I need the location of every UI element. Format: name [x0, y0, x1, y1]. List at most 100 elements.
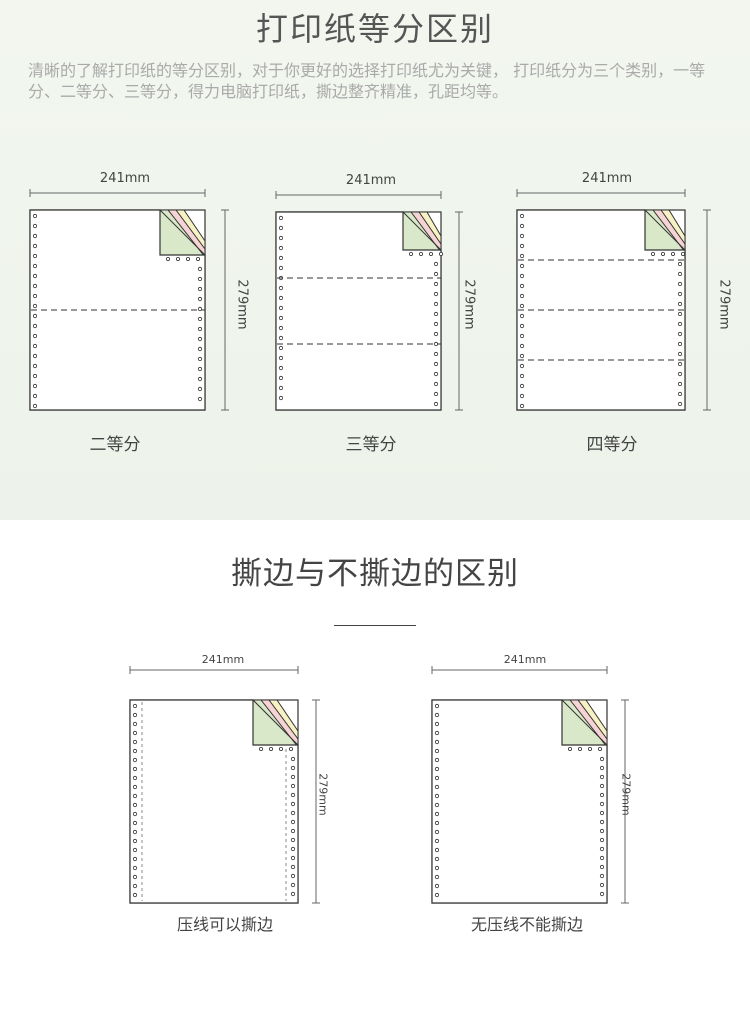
- hole: [434, 811, 440, 817]
- hole: [677, 381, 683, 387]
- hole: [434, 712, 440, 718]
- height-label: 279mm: [716, 279, 732, 330]
- hole: [599, 765, 605, 771]
- hole: [197, 386, 203, 392]
- hole: [599, 792, 605, 798]
- hole: [32, 293, 38, 299]
- figure-perforated: 241mm 279mm 压线可以撕边: [120, 648, 350, 948]
- hole: [599, 801, 605, 807]
- hole: [290, 774, 296, 780]
- hole: [434, 784, 440, 790]
- height-label: 279mm: [316, 773, 330, 816]
- hole: [599, 846, 605, 852]
- hole: [132, 802, 138, 808]
- hole: [433, 371, 439, 377]
- hole: [519, 323, 525, 329]
- hole: [195, 257, 200, 262]
- hole: [32, 363, 38, 369]
- hole: [599, 882, 605, 888]
- figure-not-perforated: 241mm 279mm 无压线不能撕边: [422, 648, 652, 948]
- hole: [434, 739, 440, 745]
- hole: [132, 766, 138, 772]
- hole: [519, 223, 525, 229]
- hole: [278, 235, 284, 241]
- caption: 压线可以撕边: [176, 915, 273, 934]
- paper-diagram: [275, 191, 463, 411]
- width-label: 241mm: [99, 171, 151, 186]
- hole: [290, 783, 296, 789]
- hole: [132, 865, 138, 871]
- hole: [434, 847, 440, 853]
- hole: [599, 756, 605, 762]
- title-underline: [334, 625, 416, 626]
- hole: [197, 356, 203, 362]
- hole: [32, 243, 38, 249]
- hole: [290, 837, 296, 843]
- hole: [519, 273, 525, 279]
- hole: [290, 864, 296, 870]
- hole: [434, 865, 440, 871]
- hole: [434, 892, 440, 898]
- hole: [132, 739, 138, 745]
- hole: [599, 837, 605, 843]
- hole: [434, 820, 440, 826]
- hole: [519, 333, 525, 339]
- hole: [599, 828, 605, 834]
- hole: [278, 265, 284, 271]
- hole: [197, 336, 203, 342]
- hole: [433, 261, 439, 267]
- hole: [567, 747, 572, 752]
- hole: [32, 253, 38, 259]
- hole: [433, 301, 439, 307]
- hole: [660, 252, 665, 257]
- hole: [32, 283, 38, 289]
- hole: [519, 403, 525, 409]
- hole: [433, 401, 439, 407]
- hole: [32, 213, 38, 219]
- hole: [197, 286, 203, 292]
- hole: [433, 391, 439, 397]
- hole: [434, 757, 440, 763]
- hole: [197, 396, 203, 402]
- hole: [599, 891, 605, 897]
- width-label: 241mm: [345, 173, 397, 188]
- hole: [519, 353, 525, 359]
- hole: [290, 756, 296, 762]
- hole: [32, 343, 38, 349]
- hole: [32, 303, 38, 309]
- hole: [434, 748, 440, 754]
- hole: [290, 882, 296, 888]
- hole: [132, 748, 138, 754]
- hole: [278, 345, 284, 351]
- hole: [519, 233, 525, 239]
- fold-line: [402, 211, 442, 251]
- hole: [290, 891, 296, 897]
- hole: [587, 747, 592, 752]
- hole: [290, 819, 296, 825]
- hole: [677, 311, 683, 317]
- hole: [278, 365, 284, 371]
- hole: [32, 323, 38, 329]
- hole: [132, 703, 138, 709]
- hole: [677, 351, 683, 357]
- hole: [519, 363, 525, 369]
- hole: [519, 343, 525, 349]
- caption: 无压线不能撕边: [470, 915, 583, 934]
- hole: [278, 335, 284, 341]
- hole: [433, 331, 439, 337]
- hole: [278, 375, 284, 381]
- hole: [433, 311, 439, 317]
- hole: [132, 892, 138, 898]
- hole: [132, 793, 138, 799]
- fold-line: [159, 209, 206, 256]
- hole: [197, 376, 203, 382]
- hole: [433, 281, 439, 287]
- hole: [519, 213, 525, 219]
- hole: [32, 263, 38, 269]
- hole: [599, 810, 605, 816]
- hole: [418, 252, 423, 257]
- hole: [197, 306, 203, 312]
- hole: [519, 393, 525, 399]
- fold-line: [561, 699, 608, 746]
- hole: [197, 276, 203, 282]
